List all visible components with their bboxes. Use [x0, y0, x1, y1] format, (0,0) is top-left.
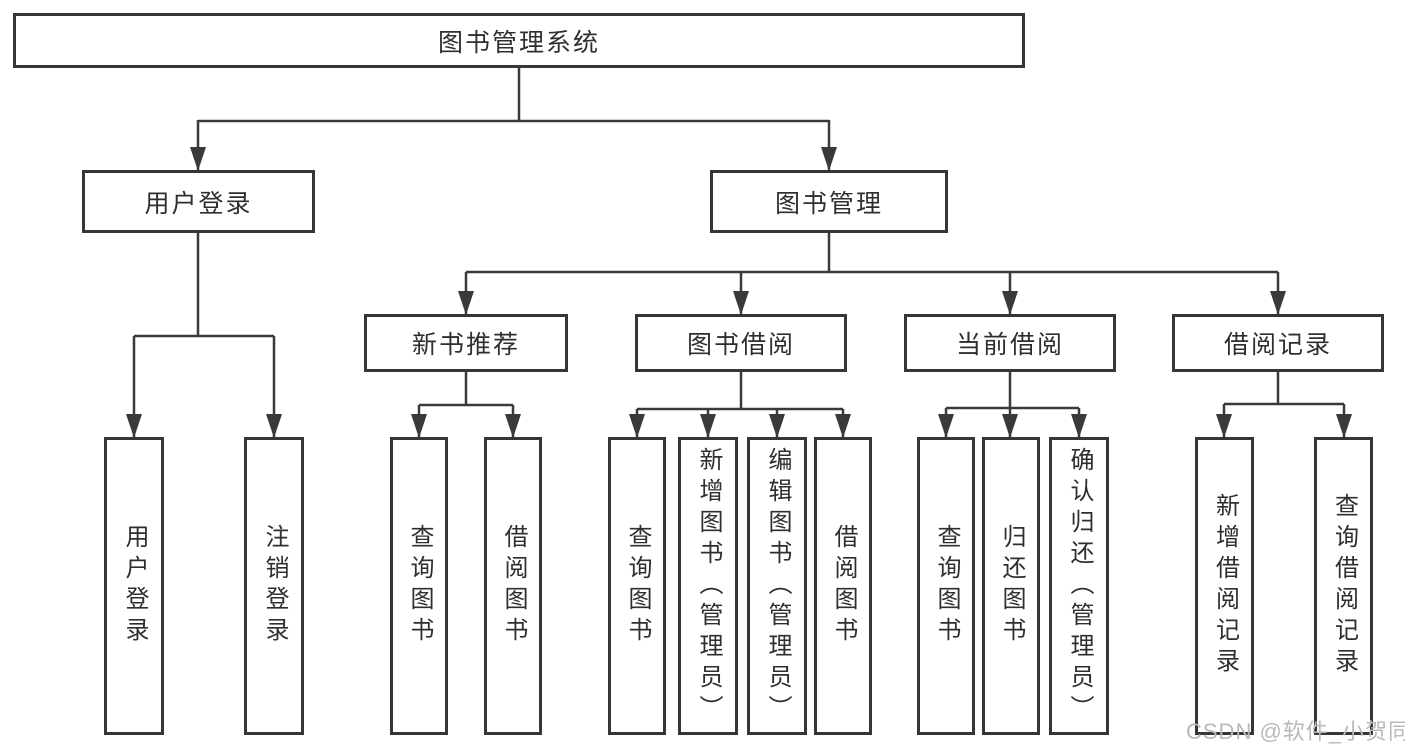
csdn-watermark: CSDN @软件_小贺同学	[1186, 719, 1405, 744]
leaf-query-books-borrowing: 查询图书	[608, 437, 666, 735]
node-user-login: 用户登录	[82, 170, 315, 233]
leaf-add-borrow-record: 新增借阅记录	[1195, 437, 1254, 735]
node-borrowing-records: 借阅记录	[1172, 314, 1384, 372]
leaf-query-borrow-record: 查询借阅记录	[1314, 437, 1373, 735]
node-new-book-recommendation: 新书推荐	[364, 314, 568, 372]
node-book-borrowing: 图书借阅	[635, 314, 847, 372]
leaf-query-books-recommend: 查询图书	[390, 437, 448, 735]
node-library-management-system: 图书管理系统	[13, 13, 1025, 68]
leaf-logout: 注销登录	[244, 437, 304, 735]
node-book-management: 图书管理	[710, 170, 948, 233]
leaf-add-books-admin: 新增图书（管理员）	[678, 437, 738, 735]
node-current-borrowing: 当前借阅	[904, 314, 1116, 372]
leaf-borrow-books: 借阅图书	[814, 437, 872, 735]
leaf-user-login: 用户登录	[104, 437, 164, 735]
leaf-borrow-books-recommend: 借阅图书	[484, 437, 542, 735]
leaf-return-books: 归还图书	[982, 437, 1040, 735]
leaf-edit-books-admin: 编辑图书（管理员）	[747, 437, 807, 735]
leaf-query-books-current: 查询图书	[917, 437, 975, 735]
leaf-confirm-return-admin: 确认归还（管理员）	[1049, 437, 1109, 735]
